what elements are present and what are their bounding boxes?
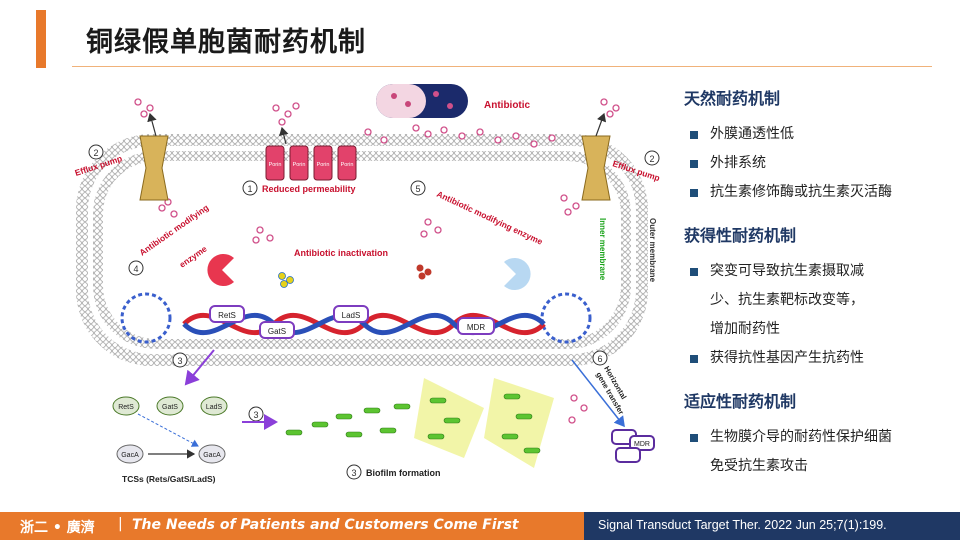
inactivated-antibiotic-yellow xyxy=(278,272,294,288)
tcs-rets: RetS xyxy=(118,404,134,411)
modifying-enzyme-right-label: Antibiotic modifying enzyme xyxy=(435,189,544,247)
modifying-enzyme-right xyxy=(504,258,531,290)
section-heading-intrinsic: 天然耐药机制 xyxy=(684,89,781,108)
reduced-permeability-label: Reduced permeability xyxy=(262,184,356,194)
bullet-item: 获得抗性基因产生抗药性 xyxy=(684,344,946,373)
tcs-gaca-1: GacA xyxy=(121,452,139,459)
section-heading-acquired: 获得性耐药机制 xyxy=(684,226,797,245)
step-number: 3 xyxy=(253,410,258,420)
porin-label: Porin xyxy=(293,162,306,168)
tcs-lads: LadS xyxy=(206,404,223,411)
gene-boxes: RetS GatS LadS MDR xyxy=(209,305,495,339)
inner-membrane-label: Inner membrane xyxy=(598,218,607,281)
tcs-gaca-2: GacA xyxy=(203,452,221,459)
lads-gene-label: LadS xyxy=(342,311,361,320)
bullet-square-icon xyxy=(690,434,698,442)
step-number: 2 xyxy=(649,154,654,164)
step-number: 4 xyxy=(133,264,138,274)
title-underline xyxy=(72,66,932,67)
step-number: 2 xyxy=(93,148,98,158)
step-number: 3 xyxy=(177,356,182,366)
bullet-item: 生物膜介导的耐药性保护细菌 xyxy=(684,423,946,452)
mdr-plasmid-cluster: MDR xyxy=(611,429,655,463)
bullet-item: 外排系统 xyxy=(684,149,946,178)
plasmid-left xyxy=(120,292,172,344)
bullet-square-icon xyxy=(690,355,698,363)
bullet-square-icon xyxy=(690,131,698,139)
step-number: 1 xyxy=(247,184,252,194)
modifying-enzyme-left-label-2: enzyme xyxy=(177,243,209,269)
tcs-label: TCSs (Rets/GatS/LadS) xyxy=(122,474,216,484)
biofilm-bacteria xyxy=(285,378,554,468)
modifying-enzyme-left xyxy=(207,254,234,286)
antibiotic-label: Antibiotic xyxy=(484,100,531,111)
bullet-item: 突变可导致抗生素摄取减 xyxy=(684,257,946,286)
porin-label: Porin xyxy=(269,162,282,168)
bullet-square-icon xyxy=(690,189,698,197)
biofilm-label: Biofilm formation xyxy=(366,468,441,478)
efflux-pump-right xyxy=(581,135,611,201)
mechanism-panel: 天然耐药机制 外膜通透性低 外排系统 抗生素修饰酶或抗生素灭活酶 获得性耐药机制… xyxy=(684,86,946,481)
rets-gene-label: RetS xyxy=(218,311,236,320)
efflux-pump-left xyxy=(139,135,169,201)
gats-gene-label: GatS xyxy=(268,327,286,336)
step-number: 6 xyxy=(597,354,602,364)
section-heading-adaptive: 适应性耐药机制 xyxy=(684,392,797,411)
tcs-gats: GatS xyxy=(162,404,178,411)
outer-membrane xyxy=(76,134,648,366)
plasmid-right xyxy=(540,292,592,344)
bullet-square-icon xyxy=(690,268,698,276)
mdr-gene-label: MDR xyxy=(467,323,485,332)
bullet-continuation: 免受抗生素攻击 xyxy=(710,458,808,474)
porin-label: Porin xyxy=(341,162,354,168)
porin-label: Porin xyxy=(317,162,330,168)
step-number: 3 xyxy=(351,468,356,478)
footer-slogan: The Needs of Patients and Customers Come… xyxy=(132,517,519,533)
footer-citation: Signal Transduct Target Ther. 2022 Jun 2… xyxy=(598,518,887,532)
tcs-pathway: RetS GatS LadS GacA GacA xyxy=(112,396,228,464)
bullet-item: 抗生素修饰酶或抗生素灭活酶 xyxy=(684,178,946,207)
antibiotic-molecules xyxy=(134,98,620,424)
footer-citation-bar xyxy=(584,512,960,540)
footer-separator: | xyxy=(118,516,123,532)
title-accent-bar xyxy=(36,10,46,68)
page-title: 铜绿假单胞菌耐药机制 xyxy=(86,27,366,58)
inner-membrane xyxy=(93,151,631,349)
footer-org: 浙二 • 廣濟 xyxy=(20,520,95,536)
bullet-item: 外膜通透性低 xyxy=(684,120,946,149)
outer-membrane-label: Outer membrane xyxy=(648,218,657,283)
inactivated-antibiotic-red xyxy=(416,264,432,280)
porin-channels: Porin Porin Porin Porin xyxy=(265,145,357,181)
mdr-label: MDR xyxy=(634,441,650,448)
antibiotic-capsule xyxy=(376,84,468,118)
step-number: 5 xyxy=(415,184,420,194)
antibiotic-inactivation-label: Antibiotic inactivation xyxy=(294,248,388,258)
bullet-continuation: 少、抗生素靶标改变等， xyxy=(710,292,864,308)
bullet-square-icon xyxy=(690,160,698,168)
resistance-mechanism-diagram: Antibiotic Porin Porin Porin Porin 1 Red… xyxy=(74,84,661,484)
porin-arrow xyxy=(279,126,289,145)
bullet-continuation: 增加耐药性 xyxy=(710,321,780,337)
